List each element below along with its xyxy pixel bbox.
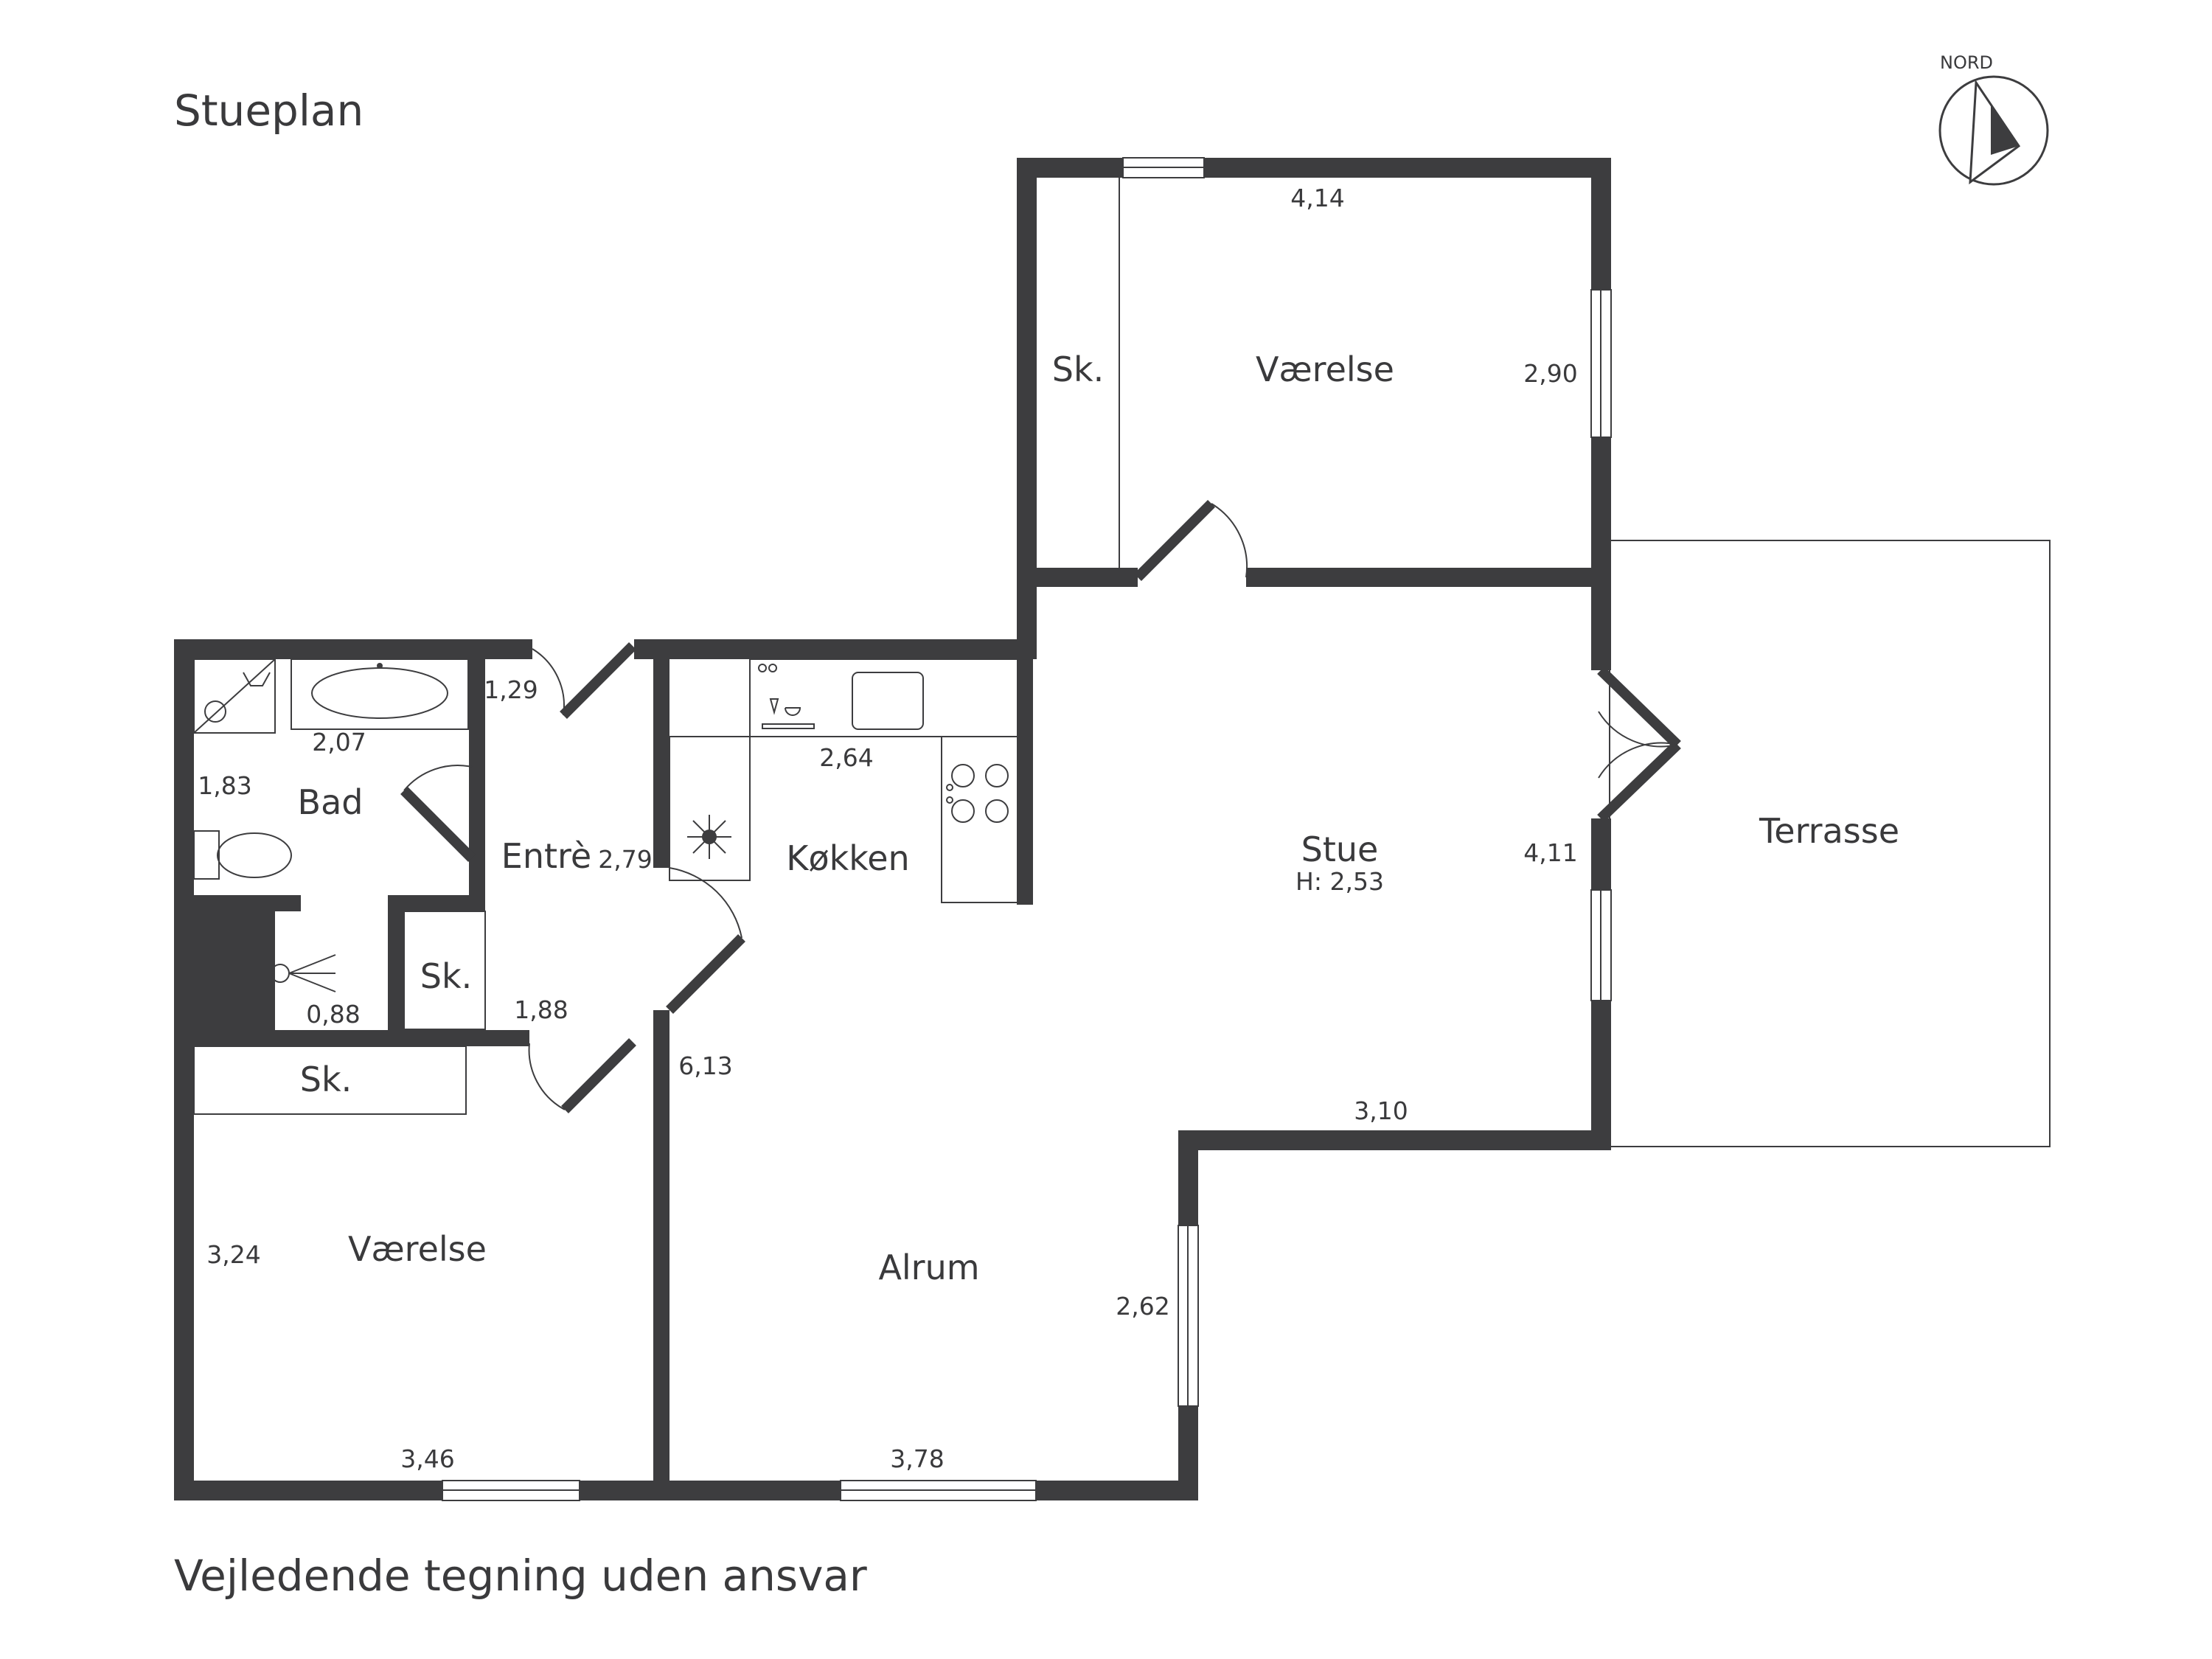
doors: [400, 500, 1681, 1113]
room-bad: Bad: [298, 782, 364, 822]
dim-label: 2,64: [819, 743, 873, 772]
dim-label: 1,88: [514, 995, 568, 1024]
dim-label: 4,14: [1290, 184, 1344, 212]
dim-label: 4,11: [1523, 838, 1577, 867]
dim-label: 2,07: [312, 728, 366, 757]
disclaimer: Vejledende tegning uden ansvar: [174, 1551, 867, 1601]
walls: [174, 158, 1611, 1500]
fixtures: [193, 178, 1120, 1115]
dim-label: 2,79: [598, 845, 652, 874]
room-koekken: Køkken: [786, 838, 909, 878]
room-sk-bottom: Sk.: [300, 1060, 352, 1099]
dim-label: 3,78: [890, 1444, 944, 1473]
room-vaerelse-bottom: Værelse: [348, 1229, 487, 1269]
dim-label: 3,46: [400, 1444, 454, 1473]
room-vaerelse-top: Værelse: [1256, 349, 1394, 389]
dimension-labels: 4,14 2,90 4,11 3,10 2,64 2,79 1,29 2,07 …: [198, 184, 1577, 1473]
dim-label: 6,13: [678, 1051, 732, 1080]
page-title: Stueplan: [174, 86, 364, 136]
dim-label: 1,83: [198, 771, 251, 800]
dim-label: 0,88: [306, 1000, 360, 1029]
room-alrum: Alrum: [878, 1248, 979, 1287]
room-stue-height: H: 2,53: [1295, 867, 1384, 896]
room-sk-mid: Sk.: [420, 956, 472, 996]
dim-label: 1,29: [484, 675, 538, 704]
room-sk-top: Sk.: [1052, 349, 1104, 389]
dim-label: 3,10: [1354, 1096, 1408, 1125]
snowflake-icon: [687, 815, 731, 859]
room-terrasse: Terrasse: [1759, 811, 1899, 851]
dim-label: 3,24: [206, 1240, 260, 1269]
dim-label: 2,90: [1523, 359, 1577, 388]
room-entre: Entrè: [501, 836, 591, 876]
room-labels: Værelse Sk. Stue H: 2,53 Terrasse Køkken…: [298, 349, 1899, 1287]
compass-rose: NORD: [1938, 52, 2049, 186]
windows: [442, 157, 1612, 1501]
dim-label: 2,62: [1116, 1292, 1169, 1321]
compass-label: NORD: [1940, 52, 1993, 73]
room-stue: Stue: [1301, 830, 1379, 869]
